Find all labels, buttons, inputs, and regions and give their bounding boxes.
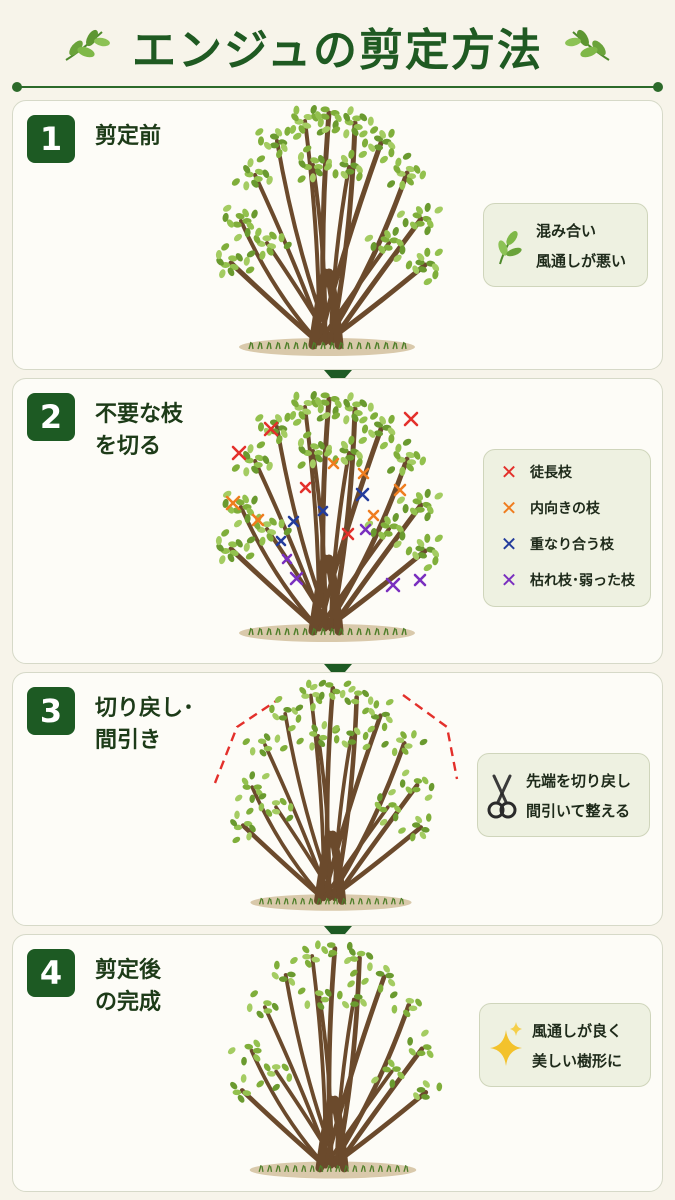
callout-text: 風通しが良く 美しい樹形に <box>532 1022 623 1070</box>
step-panel-1: 1 剪定前 混み合い 風通しが悪い <box>12 100 663 370</box>
step-label: 不要な枝 を切る <box>95 402 184 459</box>
step-badge: 3 <box>27 687 75 735</box>
tree-illustration <box>227 940 443 1179</box>
legend-item: ✕ 枯れ枝･弱った枝 <box>498 566 635 594</box>
x-mark-icon: ✕ <box>500 532 518 556</box>
cut-mark-red <box>231 411 419 541</box>
title-divider <box>14 86 661 88</box>
step-label: 剪定前 <box>95 124 162 149</box>
callout-box: 混み合い 風通しが悪い <box>483 203 648 287</box>
step-panel-3: 3 切り戻し･ 間引き 先端を切り戻し 間引いて整える <box>12 672 663 926</box>
x-mark-icon: ✕ <box>500 568 518 592</box>
legend-item: ✕ 内向きの枝 <box>498 494 600 522</box>
callout-text: 混み合い 風通しが悪い <box>536 222 627 270</box>
step-badge: 1 <box>27 115 75 163</box>
x-mark-icon: ✕ <box>500 496 518 520</box>
scissors-icon <box>487 774 517 819</box>
page-title: エンジュの剪定方法 <box>132 25 543 76</box>
leaf-icon <box>498 231 522 265</box>
legend-item: ✕ 重なり合う枝 <box>498 530 614 558</box>
header: エンジュの剪定方法 <box>0 0 675 92</box>
cut-mark-orange <box>225 457 407 527</box>
callout-box: 先端を切り戻し 間引いて整える <box>477 753 650 837</box>
rule-dot <box>653 82 663 92</box>
step-label: 切り戻し･ 間引き <box>95 696 195 753</box>
cut-mark-purple <box>281 523 427 593</box>
sparkle-icon <box>490 1022 522 1066</box>
step-panel-2: 2 不要な枝 を切る ✕ 徒長枝 ✕ 内向きの枝 <box>12 378 663 664</box>
cut-mark-blue <box>275 487 370 547</box>
callout-text: 先端を切り戻し 間引いて整える <box>526 772 632 820</box>
tree-illustration <box>215 104 443 356</box>
tree-illustration <box>230 679 435 911</box>
leaf-sprig-icon <box>65 29 110 61</box>
tree-illustration <box>215 390 443 642</box>
trim-guide-lines <box>213 694 459 784</box>
callout-box: 風通しが良く 美しい樹形に <box>479 1003 651 1087</box>
leaf-sprig-icon <box>565 29 610 61</box>
step-badge: 2 <box>27 393 75 441</box>
step-badge: 4 <box>27 949 75 997</box>
step-label: 剪定後 の完成 <box>95 958 162 1015</box>
legend-box: ✕ 徒長枝 ✕ 内向きの枝 ✕ 重なり合う枝 ✕ 枯れ枝･弱った枝 <box>483 449 651 607</box>
x-mark-icon: ✕ <box>500 460 518 484</box>
cut-marks-overlay <box>225 411 427 593</box>
legend-item: ✕ 徒長枝 <box>498 458 572 486</box>
step-panel-4: 4 剪定後 の完成 風通しが良く 美しい樹形に <box>12 934 663 1192</box>
